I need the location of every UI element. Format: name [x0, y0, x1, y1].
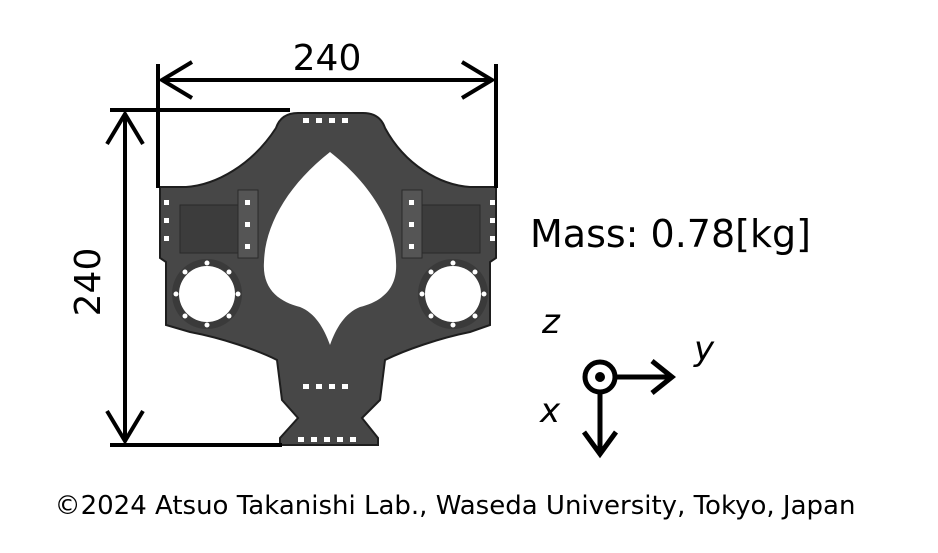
right-bearing-hole	[425, 266, 481, 322]
y-axis-arrowhead-icon	[650, 359, 677, 395]
width-arrow-right	[460, 60, 496, 100]
mounting-holes	[164, 118, 495, 442]
height-arrow-top	[105, 110, 145, 146]
right-pocket	[421, 204, 481, 254]
copyright-text: ©2024 Atsuo Takanishi Lab., Waseda Unive…	[55, 491, 856, 521]
left-bearing-hole	[179, 266, 235, 322]
width-label: 240	[293, 38, 362, 79]
height-dimension	[105, 108, 290, 447]
height-label: 240	[68, 248, 109, 317]
x-axis-arrowhead-icon	[581, 430, 619, 459]
height-arrow-bottom	[105, 409, 145, 445]
x-axis-label: x	[539, 391, 561, 431]
z-axis-dot-icon	[595, 372, 605, 382]
width-arrow-left	[158, 60, 194, 100]
mass-label: Mass: 0.78[kg]	[530, 212, 811, 256]
left-pocket	[179, 204, 239, 254]
center-cutout	[263, 152, 397, 345]
coordinate-axes: z y x	[539, 302, 715, 459]
z-axis-label: z	[541, 302, 561, 342]
y-axis-label: y	[693, 329, 715, 369]
width-dimension	[156, 60, 498, 188]
frame-part	[159, 112, 497, 446]
